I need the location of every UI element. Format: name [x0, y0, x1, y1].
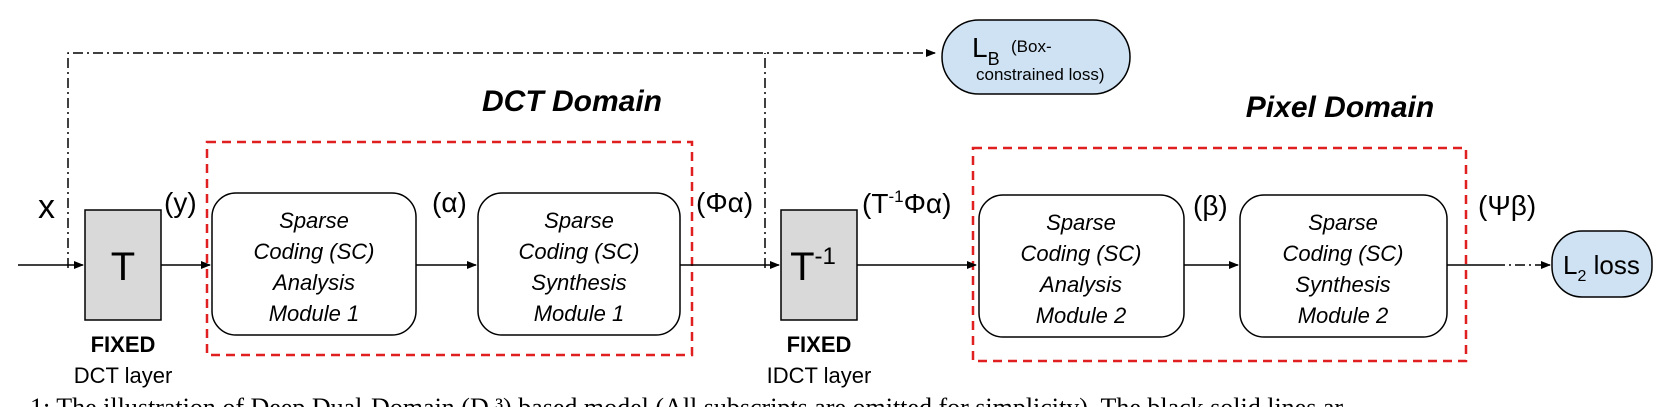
sc-analysis-module-2: Sparse Coding (SC) Analysis Module 2	[978, 194, 1185, 338]
svg-text:Coding (SC): Coding (SC)	[1282, 241, 1403, 266]
sc-analysis-module-1: Sparse Coding (SC) Analysis Module 1	[211, 192, 417, 336]
figure-caption: 1: The illustration of Deep Dual-Domain …	[30, 393, 1343, 407]
dct-block	[84, 209, 162, 321]
signal-t-inv-phi-alpha-label: (T-1Φα)	[862, 187, 951, 219]
svg-text:Synthesis: Synthesis	[1295, 272, 1390, 297]
idct-block	[780, 209, 858, 321]
svg-text:Module 1: Module 1	[534, 301, 625, 326]
idct-symbol: T-1	[790, 243, 836, 289]
svg-text:Coding (SC): Coding (SC)	[1020, 241, 1141, 266]
svg-text:Sparse: Sparse	[1046, 210, 1116, 235]
dct-symbol: T	[111, 245, 135, 289]
svg-text:(Box-: (Box-	[1011, 37, 1052, 56]
idct-layer-label: IDCT layer	[767, 363, 872, 388]
signal-y-label: (y)	[164, 187, 197, 218]
svg-text:L2 loss: L2 loss	[1563, 250, 1640, 285]
svg-text:Synthesis: Synthesis	[531, 270, 626, 295]
svg-text:constrained loss): constrained loss)	[976, 65, 1105, 84]
sc-synthesis-module-1: Sparse Coding (SC) Synthesis Module 1	[477, 192, 681, 336]
signal-psi-beta-label: (Ψβ)	[1478, 190, 1536, 221]
signal-alpha-label: (α)	[432, 187, 467, 218]
idct-fixed-label: FIXED	[787, 332, 852, 357]
svg-text:Analysis: Analysis	[1038, 272, 1122, 297]
dct-domain-title: DCT Domain	[482, 85, 662, 118]
lb-feedback-line	[67, 49, 936, 268]
sc-synthesis-module-2: Sparse Coding (SC) Synthesis Module 2	[1239, 194, 1448, 338]
svg-text:Coding (SC): Coding (SC)	[518, 239, 639, 264]
dct-fixed-label: FIXED	[91, 332, 156, 357]
pixel-domain-title: Pixel Domain	[1246, 91, 1434, 124]
svg-text:Sparse: Sparse	[1308, 210, 1378, 235]
svg-text:Sparse: Sparse	[544, 208, 614, 233]
svg-text:Module 2: Module 2	[1036, 303, 1127, 328]
input-x-label: x	[38, 188, 55, 226]
dct-layer-label: DCT layer	[74, 363, 173, 388]
pixel-domain-region	[971, 146, 1468, 363]
svg-text:Analysis: Analysis	[271, 270, 355, 295]
svg-text:Module 1: Module 1	[269, 301, 360, 326]
svg-text:Sparse: Sparse	[279, 208, 349, 233]
signal-beta-label: (β)	[1193, 190, 1228, 221]
l2-loss-node: L2 loss	[1551, 230, 1653, 298]
dct-domain-region	[205, 140, 694, 357]
svg-text:Module 2: Module 2	[1298, 303, 1389, 328]
svg-text:Coding (SC): Coding (SC)	[253, 239, 374, 264]
svg-text:LB: LB	[972, 32, 1000, 69]
signal-phi-alpha-label: (Φα)	[696, 187, 753, 218]
lb-loss-node: LB (Box- constrained loss)	[941, 19, 1131, 95]
